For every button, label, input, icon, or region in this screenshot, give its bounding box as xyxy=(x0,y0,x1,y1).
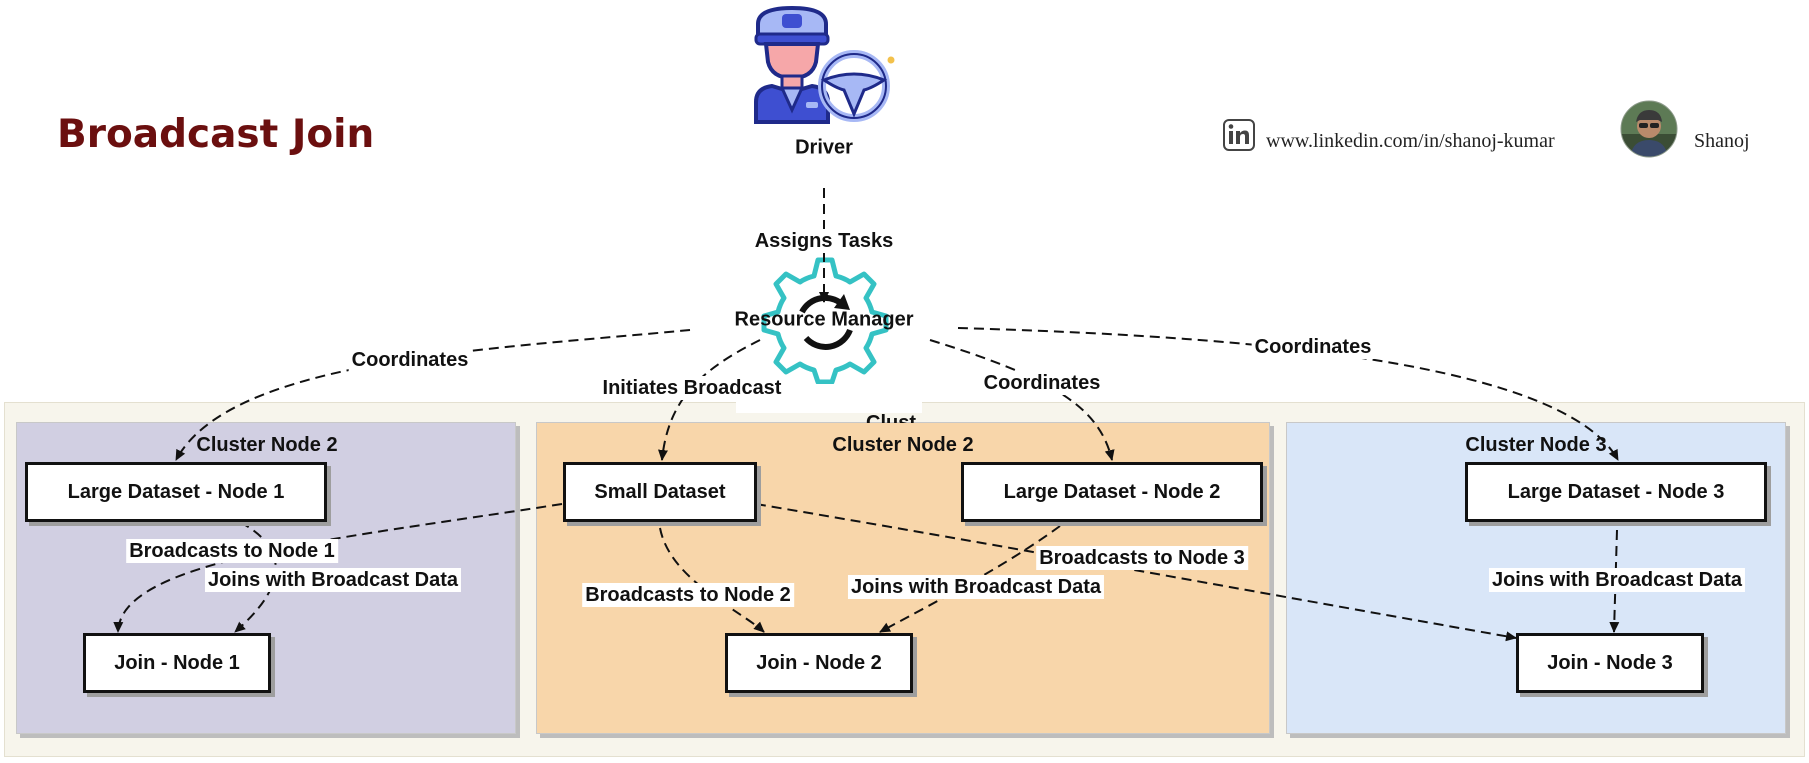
large-dataset-node-1: Large Dataset - Node 1 xyxy=(25,462,327,522)
driver-label: Driver xyxy=(795,136,853,159)
join-node-3: Join - Node 3 xyxy=(1516,633,1704,693)
large-dataset-node-3: Large Dataset - Node 3 xyxy=(1465,462,1767,522)
edge-label-coordinates-3: Coordinates xyxy=(1251,335,1375,359)
edge-initiates-broadcast xyxy=(658,339,761,461)
edge-label-broadcast-node2: Broadcasts to Node 2 xyxy=(582,583,794,607)
edge-label-initiates-broadcast: Initiates Broadcast xyxy=(599,376,785,400)
page-title: Broadcast Join xyxy=(57,112,375,157)
edge-label-assigns-tasks: Assigns Tasks xyxy=(751,229,897,253)
edge-label-joins-node2: Joins with Broadcast Data xyxy=(847,575,1105,599)
edge-broadcast-node3 xyxy=(755,503,1517,642)
cluster-label-3: Cluster Node 3 xyxy=(1465,434,1607,456)
edge-broadcast-node2 xyxy=(659,527,765,633)
edge-label-coordinates-2: Coordinates xyxy=(980,371,1104,395)
edge-label-coordinates-1: Coordinates xyxy=(348,348,472,372)
join-node-1: Join - Node 1 xyxy=(83,633,271,693)
edge-coordinates-node1 xyxy=(175,329,691,461)
linkedin-url[interactable]: www.linkedin.com/in/shanoj-kumar xyxy=(1266,130,1555,152)
resource-manager-label: Resource Manager xyxy=(734,308,914,331)
edge-label-joins-node3: Joins with Broadcast Data xyxy=(1488,568,1746,592)
cluster-label-1: Cluster Node 2 xyxy=(196,434,338,456)
large-dataset-node-2: Large Dataset - Node 2 xyxy=(961,462,1263,522)
cluster-label-2: Cluster Node 2 xyxy=(832,434,974,456)
join-node-2: Join - Node 2 xyxy=(725,633,913,693)
linkedin-icon xyxy=(1223,119,1255,151)
gear-icon xyxy=(761,257,889,384)
edge-label-joins-node1: Joins with Broadcast Data xyxy=(204,568,462,592)
edge-coordinates-node2 xyxy=(929,339,1115,461)
small-dataset: Small Dataset xyxy=(563,462,757,522)
driver-icon xyxy=(754,6,895,124)
edge-join-node1 xyxy=(234,521,277,633)
author-name: Shanoj xyxy=(1694,130,1750,152)
edge-label-broadcast-node3: Broadcasts to Node 3 xyxy=(1036,546,1248,570)
clipped-cluster-label: Clust xyxy=(866,412,916,423)
edge-label-broadcast-node1: Broadcasts to Node 1 xyxy=(126,539,338,563)
avatar xyxy=(1620,100,1678,158)
